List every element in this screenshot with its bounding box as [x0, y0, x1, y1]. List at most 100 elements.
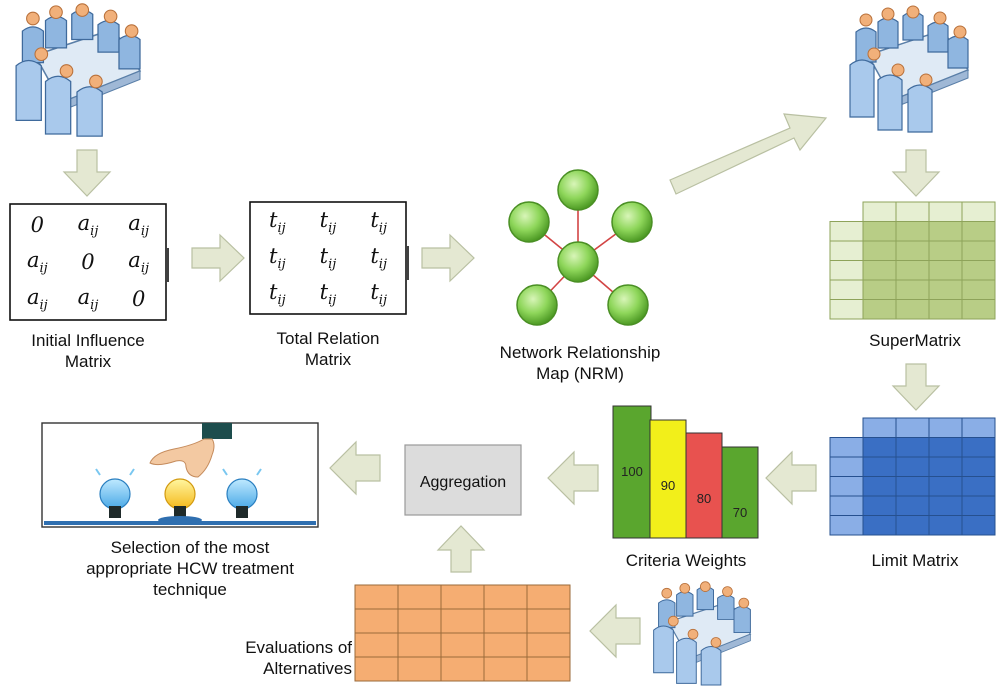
grid-cell [961, 456, 996, 477]
initial-matrix-cell: aij [128, 247, 150, 277]
grid-cell [862, 299, 897, 320]
grid-cell [895, 417, 930, 438]
grid-cell [895, 221, 930, 242]
criteria-bar [649, 419, 687, 539]
grid-cell [829, 476, 864, 497]
grid-cell [397, 584, 442, 610]
grid-cell [961, 476, 996, 497]
grid-cell [862, 201, 897, 222]
grid-cell [928, 260, 963, 281]
total-matrix-cell: tij [319, 279, 337, 309]
grid-cell [862, 495, 897, 516]
grid-cell [862, 456, 897, 477]
grid-cell [928, 299, 963, 320]
grid-cell [829, 260, 864, 281]
nrm-node [611, 201, 653, 243]
grid-cell [895, 240, 930, 261]
grid-cell [829, 515, 864, 536]
total-matrix-cell: tij [319, 243, 337, 273]
grid-cell [928, 221, 963, 242]
grid-cell [895, 456, 930, 477]
limit-matrix-grid [829, 417, 996, 536]
grid-cell [483, 584, 528, 610]
grid-cell [526, 656, 571, 682]
grid-cell [961, 417, 996, 438]
evaluations-caption: Evaluations of Alternatives [245, 638, 352, 678]
grid-cell [397, 656, 442, 682]
criteria-bar [612, 405, 652, 539]
grid-cell [961, 240, 996, 261]
initial-matrix-cell: aij [128, 210, 150, 239]
nrm-node [557, 241, 599, 283]
initial-matrix-cell: 0 [30, 212, 45, 237]
nrm-network [508, 169, 653, 326]
grid-cell [354, 632, 399, 658]
total-matrix-cell: tij [269, 243, 286, 273]
arrow-down-3 [891, 363, 941, 411]
grid-cell [961, 279, 996, 300]
grid-cell [829, 240, 864, 261]
supermatrix-grid [829, 201, 996, 320]
grid-cell [354, 608, 399, 634]
grid-cell [829, 299, 864, 320]
limit-matrix-caption: Limit Matrix [871, 551, 959, 570]
grid-cell [862, 279, 897, 300]
initial-matrix-frame [9, 203, 169, 321]
grid-cell [895, 299, 930, 320]
arrow-down-1 [62, 149, 112, 197]
arrow-diagonal [669, 113, 828, 195]
grid-cell [354, 584, 399, 610]
evaluations-grid [354, 584, 571, 682]
grid-cell [895, 437, 930, 458]
arrow-left-2 [547, 450, 599, 506]
total-matrix-cell: tij [269, 279, 286, 309]
initial-matrix-cell: 0 [131, 287, 146, 312]
grid-cell [961, 201, 996, 222]
selection-caption: Selection of the most appropriate HCW tr… [86, 538, 294, 599]
supermatrix-caption: SuperMatrix [869, 331, 961, 350]
criteria-bar [721, 446, 759, 539]
total-matrix-cell: tij [370, 243, 387, 273]
grid-cell [829, 456, 864, 477]
grid-cell [440, 584, 485, 610]
hand-icon [149, 423, 232, 478]
total-matrix-frame [249, 201, 409, 315]
grid-cell [928, 417, 963, 438]
meeting-group-icon [653, 581, 752, 686]
grid-cell [440, 608, 485, 634]
initial-matrix-cell: aij [26, 285, 48, 314]
nrm-node [516, 284, 558, 326]
arrow-left-4 [589, 603, 641, 659]
criteria-bar [685, 432, 723, 539]
grid-cell [895, 495, 930, 516]
meeting-group-icon [849, 5, 969, 133]
grid-cell [862, 240, 897, 261]
aggregation-label: Aggregation [419, 474, 507, 491]
grid-cell [895, 201, 930, 222]
initial-influence-caption: Initial Influence Matrix [31, 331, 145, 371]
grid-cell [526, 632, 571, 658]
grid-cell [354, 656, 399, 682]
lightbulb-icon [95, 468, 135, 518]
grid-cell [862, 515, 897, 536]
grid-cell [928, 476, 963, 497]
grid-cell [928, 495, 963, 516]
total-matrix-cell: tij [370, 207, 387, 237]
meeting-group-icon [15, 3, 141, 137]
grid-cell [928, 201, 963, 222]
grid-cell [928, 437, 963, 458]
initial-matrix-cell: aij [77, 210, 99, 239]
grid-cell [928, 456, 963, 477]
grid-cell [928, 240, 963, 261]
grid-cell [526, 608, 571, 634]
grid-cell [862, 476, 897, 497]
aggregation-box [404, 444, 522, 516]
grid-cell [483, 632, 528, 658]
initial-matrix-cell: 0 [81, 249, 95, 274]
criteria-bar-value: 70 [732, 505, 748, 520]
grid-cell [895, 279, 930, 300]
grid-cell [829, 495, 864, 516]
